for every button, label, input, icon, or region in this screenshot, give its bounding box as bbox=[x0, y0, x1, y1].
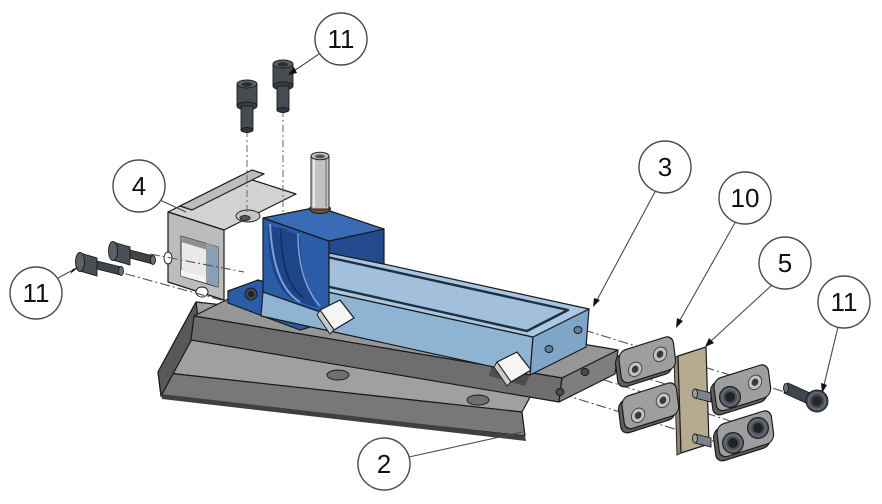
socket-head-cap-screw-left bbox=[108, 241, 156, 266]
callout-balloon-5: 5 bbox=[705, 236, 812, 347]
screw-tip bbox=[692, 388, 712, 448]
wedge-clamp bbox=[316, 299, 355, 335]
socket-head-cap-screw-top bbox=[272, 59, 294, 113]
callouts: 11 4 11 3 10 5 bbox=[9, 12, 871, 491]
clamp-bracket bbox=[163, 169, 297, 301]
callout-balloon-11-top: 11 bbox=[288, 12, 368, 75]
callout-balloon-4: 4 bbox=[112, 159, 187, 213]
clamp-block bbox=[262, 206, 385, 316]
centerline-left-screw bbox=[149, 253, 245, 273]
svg-text:11: 11 bbox=[23, 278, 50, 308]
plate-screw bbox=[719, 386, 769, 454]
svg-text:3: 3 bbox=[658, 152, 672, 182]
svg-text:4: 4 bbox=[132, 171, 146, 201]
svg-text:10: 10 bbox=[731, 183, 760, 213]
end-plate bbox=[617, 382, 680, 434]
dowel-pin bbox=[309, 151, 331, 214]
svg-text:5: 5 bbox=[778, 248, 792, 278]
svg-text:11: 11 bbox=[831, 287, 858, 317]
end-plate bbox=[614, 336, 677, 388]
callout-balloon-2: 2 bbox=[357, 431, 523, 491]
callout-balloon-10: 10 bbox=[676, 171, 772, 328]
socket-head-cap-screw-top bbox=[236, 79, 258, 133]
callout-balloon-11-right: 11 bbox=[817, 275, 871, 393]
centerline-left-screw bbox=[107, 268, 233, 304]
svg-text:11: 11 bbox=[328, 24, 355, 54]
svg-text:2: 2 bbox=[377, 449, 391, 479]
socket-head-cap-screw-left bbox=[75, 252, 124, 277]
callout-balloon-3: 3 bbox=[593, 140, 692, 307]
socket-head-cap-screw-right bbox=[783, 382, 829, 413]
callout-balloon-11-left: 11 bbox=[9, 266, 79, 320]
wedge-clamp bbox=[493, 351, 532, 387]
